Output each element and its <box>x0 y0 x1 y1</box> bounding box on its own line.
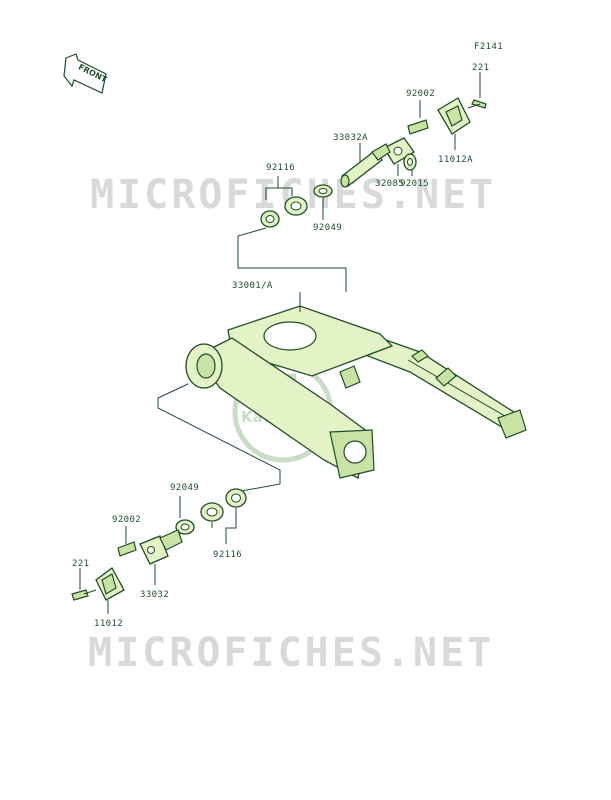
label-92116-bottom: 92116 <box>213 550 242 560</box>
label-92002-top: 92002 <box>406 89 435 99</box>
label-92049-bottom: 92049 <box>170 483 199 493</box>
part-11012-cap <box>95 567 125 614</box>
part-11012A-cap <box>437 97 471 150</box>
label-92002-bottom: 92002 <box>112 515 141 525</box>
part-221-bottom <box>71 568 97 601</box>
part-92116-bottom-bearings <box>200 488 247 544</box>
label-33032A: 33032A <box>333 133 368 143</box>
label-221-top: 221 <box>472 63 489 73</box>
part-32085-bracket <box>383 137 415 176</box>
part-33001A-swingarm <box>185 292 527 479</box>
part-92015-nut <box>403 153 417 176</box>
part-221-top <box>467 72 487 109</box>
part-92116-top-bearings <box>260 176 308 228</box>
label-92015: 92015 <box>400 179 429 189</box>
label-92116-top: 92116 <box>266 163 295 173</box>
label-11012: 11012 <box>94 619 123 629</box>
figure-code: F2141 <box>474 42 503 52</box>
part-92049-top-seal <box>313 184 333 220</box>
label-92049-top: 92049 <box>313 223 342 233</box>
part-92002-top <box>407 100 429 135</box>
label-32085: 32085 <box>375 179 404 189</box>
part-33032A-shaft <box>340 143 391 188</box>
part-92049-bottom-seal <box>175 496 195 535</box>
label-11012A: 11012A <box>438 155 473 165</box>
label-33032: 33032 <box>140 590 169 600</box>
part-92002-bottom <box>117 526 137 557</box>
label-221-bottom: 221 <box>72 559 89 569</box>
front-arrow-icon: FRONT <box>63 53 109 94</box>
watermark-bottom: MICROFICHES.NET <box>88 630 494 676</box>
label-33001A: 33001/A <box>232 281 273 291</box>
leader-top-group <box>237 227 347 292</box>
part-33032-shaft <box>139 529 183 585</box>
leader-bottom-group <box>157 383 281 493</box>
